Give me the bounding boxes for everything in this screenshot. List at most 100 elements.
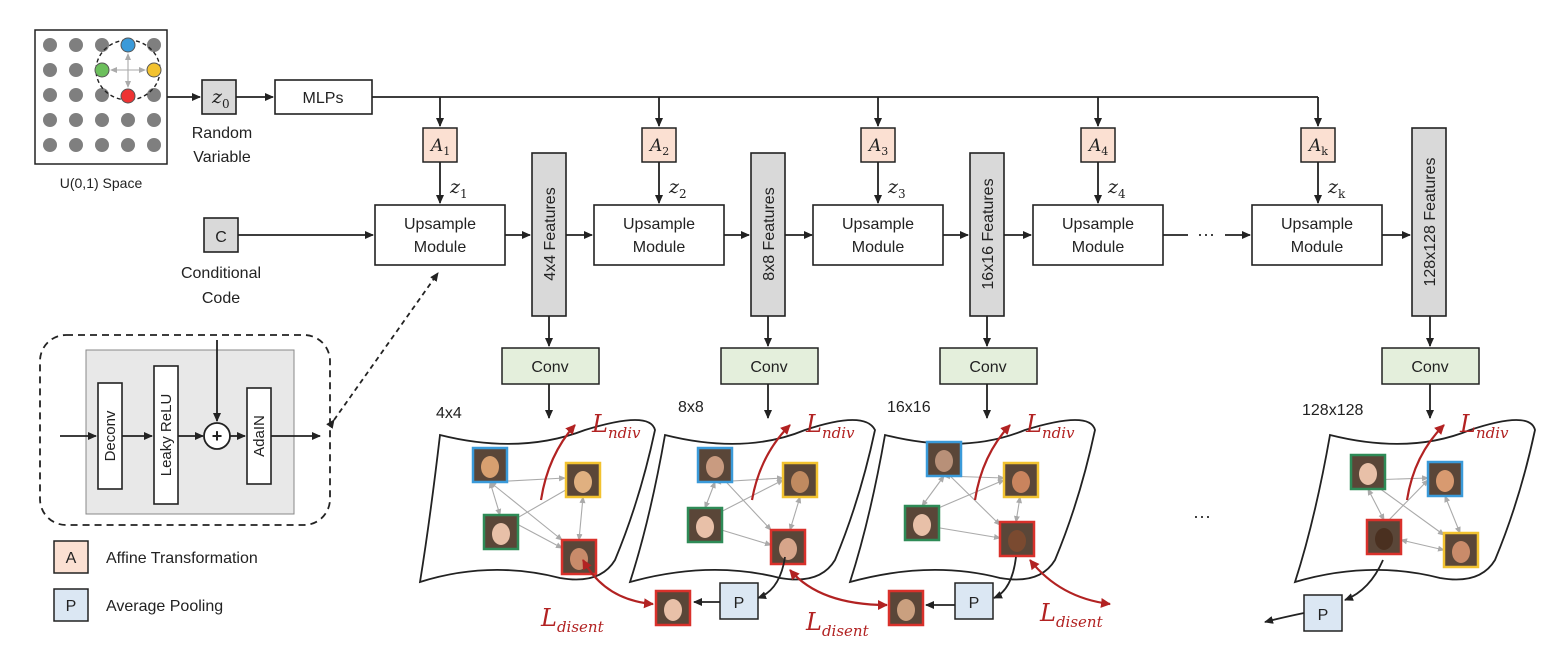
z0-symbol: z0 — [211, 86, 230, 111]
sample-thumbnail — [1002, 461, 1040, 499]
sample-thumbnail — [1426, 460, 1464, 498]
add-symbol: + — [212, 426, 223, 446]
z-label-3: z3 — [887, 176, 906, 201]
legend-pool-key: P — [66, 598, 77, 615]
features-label-3: 16x16 Features — [980, 178, 997, 289]
manifold-3 — [848, 419, 1096, 584]
conv-box-1 — [501, 347, 600, 385]
sample-thumbnail — [696, 446, 734, 484]
sample-link — [1444, 495, 1461, 534]
adain-block — [246, 387, 272, 485]
ndiv-loss-k: Lndiv — [1405, 410, 1509, 501]
legend-pool-label: Average Pooling — [106, 598, 223, 615]
conv-box-k — [1381, 347, 1480, 385]
z-label-1: z1 — [449, 176, 468, 201]
sample-thumbnail — [482, 513, 520, 551]
upsample-module-k-line1: Upsample — [1281, 216, 1353, 233]
upsample-module-4 — [1032, 204, 1164, 266]
manifold-1 — [418, 419, 656, 584]
grid-dot — [43, 63, 57, 77]
upsample-module-1-line1: Upsample — [404, 216, 476, 233]
sample-link — [488, 481, 502, 516]
grid-dot — [95, 88, 109, 102]
features-label-2: 8x8 Features — [761, 187, 778, 280]
grid-dot — [43, 138, 57, 152]
upsample-module-1-line2: Module — [414, 239, 467, 256]
pool-label-1: P — [734, 595, 745, 612]
grid-dot — [69, 138, 83, 152]
upsample-module-2-line1: Upsample — [623, 216, 695, 233]
legend-affine-swatch — [53, 540, 89, 574]
sample-link — [1367, 488, 1385, 521]
upsample-module-k — [1251, 204, 1383, 266]
stage-k: Ak zk Upsample Module 128x128 Features C… — [1251, 97, 1480, 419]
affine-label-4: A4 — [1087, 136, 1108, 158]
conv-box-3 — [939, 347, 1038, 385]
features-bar-2 — [750, 152, 786, 317]
upsample-module-3-line2: Module — [852, 239, 905, 256]
grid-dot — [147, 38, 161, 52]
affine-label-1: A1 — [429, 136, 450, 158]
features-label-k: 128x128 Features — [1422, 158, 1439, 287]
pool-2: P — [925, 556, 1017, 620]
deconv-label: Deconv — [102, 410, 119, 461]
grid-dot — [147, 138, 161, 152]
space-label: U(0,1) Space — [60, 175, 143, 191]
conv-label-k: Conv — [1411, 359, 1448, 376]
inset-link-arrow — [326, 272, 439, 429]
features-label-1: 4x4 Features — [542, 187, 559, 280]
ndiv-loss-1: Lndiv — [539, 410, 641, 501]
sample-link — [576, 496, 586, 541]
ndiv-loss-2: Lndiv — [750, 410, 855, 501]
sample-thumbnail — [1365, 518, 1403, 556]
mlps-box — [274, 79, 373, 115]
affine-box-2 — [641, 127, 677, 163]
sample-thumbnail — [925, 440, 963, 478]
sample-thumbnail — [654, 589, 692, 627]
affine-box-k — [1300, 127, 1336, 163]
disent-loss-3: Ldisent — [1029, 559, 1111, 631]
manifold-k — [1293, 419, 1536, 584]
resolution-label-k: 128x128 — [1302, 402, 1363, 419]
grid-dot — [69, 63, 83, 77]
grid-dot — [69, 38, 83, 52]
affine-box-3 — [860, 127, 896, 163]
upsample-module-k-line2: Module — [1291, 239, 1344, 256]
disent-label-2: Ldisent — [805, 608, 870, 640]
legend-affine-label: Affine Transformation — [106, 550, 258, 567]
sample-thumbnail — [560, 538, 598, 576]
conv-label-3: Conv — [969, 359, 1006, 376]
grid-dot — [147, 88, 161, 102]
disent-loss-2: Ldisent — [789, 569, 888, 640]
resolution-label-3: 16x16 — [887, 399, 931, 416]
sample-thumbnail — [769, 528, 807, 566]
ellipsis-pipeline: ··· — [1197, 224, 1215, 244]
legend-affine-key: A — [66, 550, 77, 567]
random-variable-line1: Random — [192, 125, 252, 142]
sample-thumbnail — [686, 506, 724, 544]
adain-label: AdaIN — [251, 415, 268, 457]
sample-link — [704, 481, 716, 509]
ndiv-loss-3: Lndiv — [973, 410, 1075, 501]
mlps-label: MLPs — [303, 90, 344, 107]
affine-label-2: A2 — [648, 136, 669, 158]
sample-thumbnail — [998, 520, 1036, 558]
upsample-module-2-line2: Module — [633, 239, 686, 256]
conditional-code-line1: Conditional — [181, 265, 261, 282]
pool-label-k: P — [1318, 607, 1329, 624]
disent-label-1: Ldisent — [540, 604, 605, 636]
sample-link — [1013, 496, 1023, 523]
affine-box-1 — [422, 127, 458, 163]
disent-label-3: Ldisent — [1039, 599, 1104, 631]
sample-link — [788, 496, 802, 531]
grid-dot — [69, 113, 83, 127]
grid-dot — [95, 38, 109, 52]
ellipsis-manifold: ··· — [1193, 506, 1211, 526]
sample-thumbnail — [1442, 531, 1480, 569]
upsample-module-4-line1: Upsample — [1062, 216, 1134, 233]
random-variable-line2: Variable — [193, 149, 251, 166]
sample-thumbnail — [471, 446, 509, 484]
legend-pool-swatch — [53, 588, 89, 622]
upsample-module-inset: Deconv Leaky ReLU + AdaIN — [39, 272, 439, 526]
